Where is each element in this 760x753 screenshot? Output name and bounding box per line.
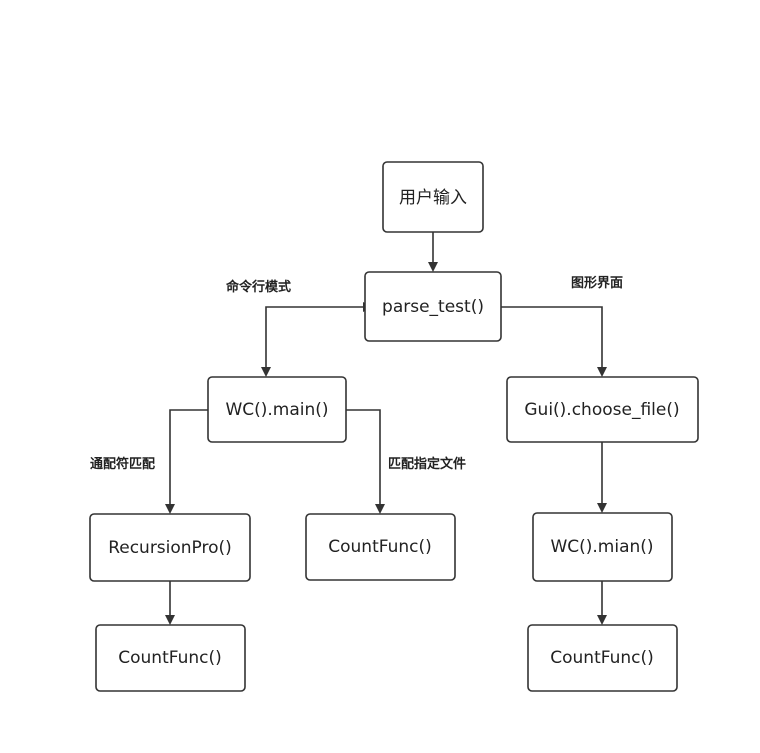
- node-count-func-specified-label: CountFunc(): [328, 537, 432, 557]
- node-wc-main-label: WC().main(): [225, 400, 328, 420]
- node-count-func-recursion: CountFunc(): [95, 624, 246, 692]
- edge-label-gui-mode: 图形界面: [571, 275, 623, 291]
- edge-parse-test-to-gui: [501, 306, 607, 377]
- node-parse-test: parse_test(): [364, 271, 502, 342]
- node-user-input: 用户输入: [382, 161, 484, 233]
- node-wc-mian-label: WC().mian(): [550, 537, 653, 557]
- edge-wc-main-to-count-func: [346, 409, 385, 514]
- node-recursion-pro: RecursionPro(): [89, 513, 251, 582]
- node-wc-main: WC().main(): [207, 376, 347, 443]
- edge-wc-main-to-recursion-pro: [165, 409, 208, 514]
- node-count-func-gui: CountFunc(): [527, 624, 678, 692]
- node-recursion-pro-label: RecursionPro(): [108, 538, 232, 558]
- node-gui-choose-file-label: Gui().choose_file(): [524, 400, 679, 420]
- edge-label-match-specified-file: 匹配指定文件: [388, 456, 466, 472]
- edge-label-wildcard-match: 通配符匹配: [90, 456, 155, 472]
- edge-label-command-line-mode: 命令行模式: [225, 279, 291, 295]
- node-count-func-gui-label: CountFunc(): [550, 648, 654, 668]
- node-user-input-label: 用户输入: [399, 188, 467, 208]
- node-count-func-recursion-label: CountFunc(): [118, 648, 222, 668]
- node-count-func-specified: CountFunc(): [305, 513, 456, 581]
- edge-parse-test-to-wc-main: [261, 302, 373, 377]
- node-parse-test-label: parse_test(): [382, 297, 484, 317]
- node-wc-mian: WC().mian(): [532, 512, 673, 582]
- node-gui-choose-file: Gui().choose_file(): [506, 376, 699, 443]
